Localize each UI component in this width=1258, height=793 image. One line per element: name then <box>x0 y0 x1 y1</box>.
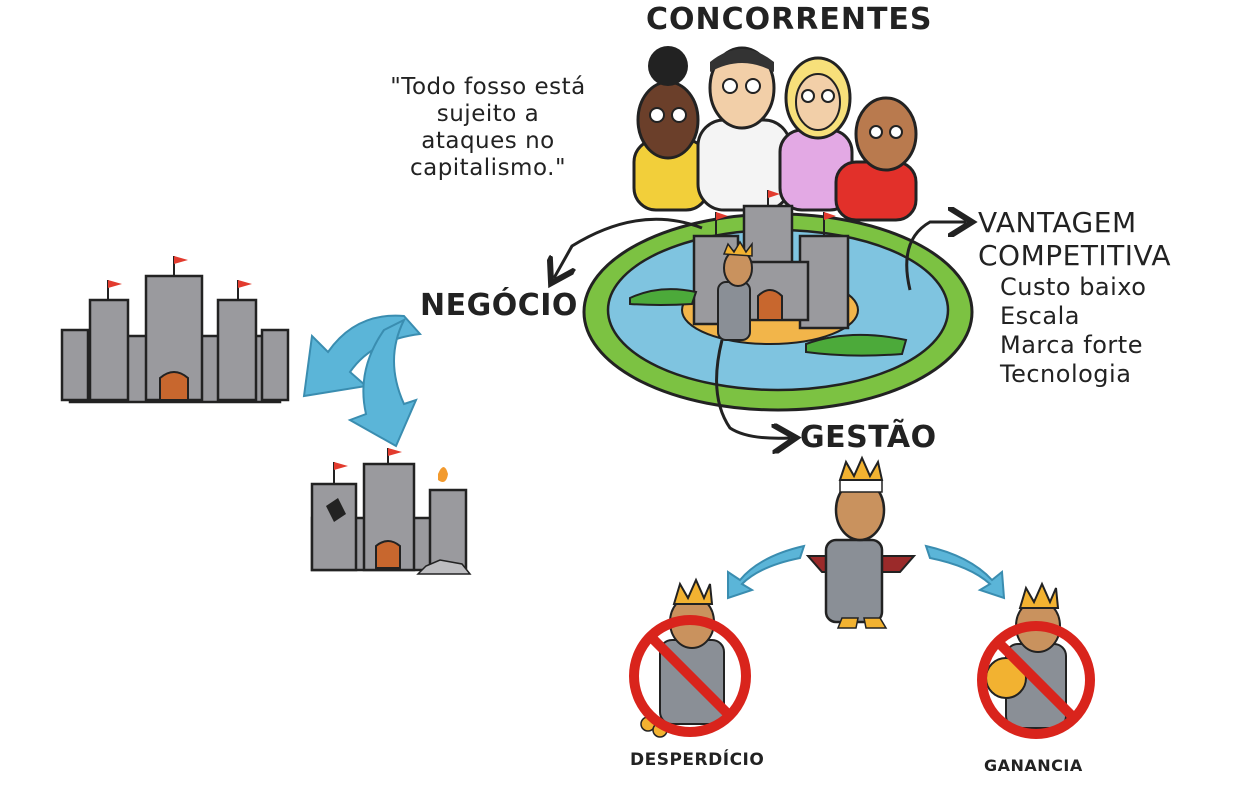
competitor-4 <box>834 96 918 222</box>
competitor-1 <box>632 46 710 212</box>
greed-king <box>985 581 1067 729</box>
crocodile-right <box>805 333 908 357</box>
advantage-item: Marca forte <box>1000 331 1143 359</box>
crocodile-left <box>629 288 698 306</box>
advantage-item: Custo baixo <box>1000 273 1147 301</box>
greed-label: GANANCIA <box>984 756 1083 775</box>
big-castle <box>60 256 290 404</box>
advantage-item: Tecnologia <box>1000 360 1132 388</box>
arrow-to-vantagem <box>905 222 966 291</box>
no-sign-greed-icon <box>977 621 1095 739</box>
moat-castle <box>582 190 974 412</box>
competitors-group <box>632 46 918 222</box>
split-arrow <box>302 314 423 448</box>
king-center <box>805 455 917 629</box>
advantage-list: Custo baixo Escala Marca forte Tecnologi… <box>1000 273 1146 389</box>
ruined-castle <box>310 448 472 575</box>
advantage-item: Escala <box>1000 302 1080 330</box>
advantage-heading-text: VANTAGEM COMPETITIVA <box>978 206 1172 272</box>
blue-arrow-left <box>727 544 806 600</box>
waste-label: DESPERDÍCIO <box>630 750 765 770</box>
competitor-2 <box>696 46 792 212</box>
business-label: NEGÓCIO <box>420 288 578 323</box>
management-label: GESTÃO <box>800 420 937 455</box>
arrow-to-negocio <box>554 217 703 278</box>
blue-arrow-right <box>924 544 1006 600</box>
king-in-castle <box>717 240 753 341</box>
advantage-heading: VANTAGEM COMPETITIVA <box>978 206 1172 272</box>
quote-text: "Todo fosso está sujeito a ataques no ca… <box>390 74 586 181</box>
competitors-title: CONCORRENTES <box>646 2 933 37</box>
no-sign-waste-icon <box>629 615 751 737</box>
arrow-to-gestao <box>715 339 790 438</box>
